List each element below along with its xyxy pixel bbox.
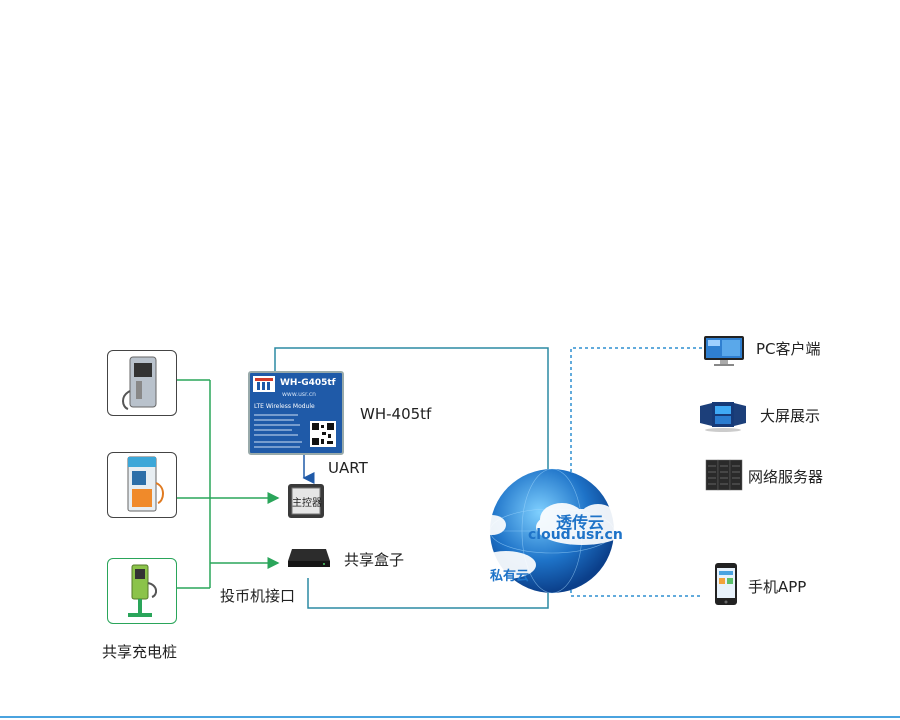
app-label: 手机APP bbox=[748, 578, 807, 596]
green-bus bbox=[175, 379, 280, 589]
charger-device-1 bbox=[107, 350, 177, 416]
charger-device-2 bbox=[107, 452, 177, 518]
module-chip: WH-G405tf www.usr.cn LTE Wireless Module bbox=[248, 371, 344, 455]
module-chip-site: www.usr.cn bbox=[282, 391, 316, 398]
teal-lines bbox=[274, 347, 549, 609]
module-label: WH-405tf bbox=[360, 405, 432, 423]
phone-icon bbox=[715, 563, 737, 605]
cloud-url: cloud.usr.cn bbox=[528, 527, 623, 543]
qr-code-icon bbox=[310, 421, 336, 447]
coin-label: 投币机接口 bbox=[220, 587, 296, 605]
cloud-title: 透传云 bbox=[556, 513, 605, 532]
usr-logo-icon bbox=[253, 376, 275, 392]
pc-monitor-icon bbox=[704, 336, 744, 366]
module-chip-model: WH-G405tf bbox=[280, 378, 336, 388]
module-chip-spec-lines bbox=[254, 414, 302, 448]
pc-label: PC客户端 bbox=[756, 340, 821, 358]
sharebox-icon bbox=[288, 549, 330, 567]
cloud-globe-icon bbox=[476, 468, 628, 594]
uart-label: UART bbox=[328, 459, 368, 477]
server-label: 网络服务器 bbox=[748, 468, 824, 486]
controller-label: 主控器 bbox=[292, 498, 322, 509]
bigscreen-icon bbox=[700, 402, 746, 432]
sharebox-label: 共享盒子 bbox=[344, 551, 405, 569]
private-cloud-label: 私有云 bbox=[490, 569, 530, 584]
module-chip-band: LTE Wireless Module bbox=[254, 403, 315, 410]
charger-device-3 bbox=[107, 558, 177, 624]
controller-chip-icon bbox=[288, 484, 324, 518]
charger-label: 共享充电桩 bbox=[102, 643, 178, 661]
bigscreen-label: 大屏展示 bbox=[760, 407, 821, 425]
bottom-divider bbox=[0, 716, 900, 718]
server-rack-icon bbox=[705, 459, 743, 491]
